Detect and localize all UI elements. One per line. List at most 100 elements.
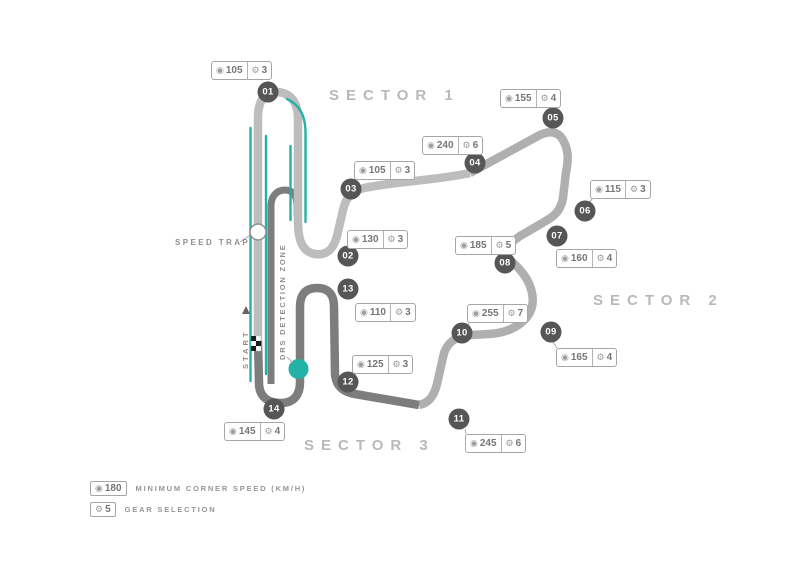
corner-speed-value: 185 [469, 240, 487, 251]
corner-speed-value: 160 [570, 253, 588, 264]
corner-badge-02: ◉130⚙3 [347, 230, 409, 249]
gear-icon: ⚙ [495, 240, 504, 250]
drs-zone-line [285, 97, 307, 224]
corner-gear-value: 4 [274, 426, 281, 437]
gear-icon: ⚙ [596, 352, 605, 362]
corner-badge-06: ◉115 ⚙3 [590, 180, 651, 199]
corner-gear-value: 3 [402, 359, 409, 370]
drs-detection-zone-label: DRS DETECTION ZONE [278, 243, 287, 360]
legend-row-speed: ◉ 180 MINIMUM CORNER SPEED (KM/H) [90, 481, 306, 496]
corner-marker-13: 13 [337, 278, 359, 300]
legend-gear-value: 5 [105, 504, 111, 515]
speed-icon: ◉ [229, 426, 237, 436]
finish-line-checkered [250, 335, 262, 352]
speed-icon: ◉ [360, 307, 368, 317]
gear-icon: ⚙ [507, 308, 516, 318]
gear-icon: ⚙ [462, 140, 471, 150]
corner-marker-05: 05 [542, 107, 564, 129]
corner-speed-value: 245 [479, 438, 497, 449]
corner-gear-value: 3 [405, 307, 411, 318]
gear-icon: ⚙ [505, 438, 514, 448]
drs-detection-point [288, 359, 309, 379]
corner-marker-02: 02 [337, 245, 359, 267]
corner-gear-value: 4 [606, 352, 613, 363]
gear-icon: ⚙ [95, 504, 104, 514]
corner-gear-value: 6 [472, 140, 479, 151]
corner-gear-value: 7 [517, 308, 524, 319]
corner-badge-13: ◉110 ⚙3 [355, 303, 416, 322]
corner-badge-09: ◉165 ⚙4 [556, 348, 618, 367]
legend-gear-label: GEAR SELECTION [124, 505, 217, 514]
corner-badge-11: ◉245 ⚙6 [465, 434, 527, 453]
speed-icon: ◉ [359, 165, 367, 175]
corner-speed-value: 145 [238, 426, 256, 437]
speed-icon: ◉ [561, 253, 569, 263]
corner-speed-value: 130 [361, 234, 379, 245]
start-label: START [241, 329, 250, 369]
corner-speed-value: 255 [481, 308, 499, 319]
corner-badge-14: ◉145 ⚙4 [224, 422, 286, 441]
corner-marker-11: 11 [448, 408, 470, 430]
corner-speed-value: 165 [570, 352, 588, 363]
speed-icon: ◉ [352, 234, 360, 244]
corner-badge-03: ◉105 ⚙3 [354, 161, 416, 180]
corner-gear-value: 3 [397, 234, 404, 245]
corner-speed-value: 105 [225, 65, 243, 76]
gear-icon: ⚙ [394, 165, 403, 175]
corner-speed-value: 125 [366, 359, 384, 370]
corner-gear-value: 6 [515, 438, 522, 449]
corner-marker-06: 06 [574, 200, 596, 222]
legend-row-gear: ⚙ 5 GEAR SELECTION [90, 502, 217, 517]
legend-speed-label: MINIMUM CORNER SPEED (KM/H) [135, 484, 307, 493]
speed-icon: ◉ [595, 184, 603, 194]
corner-badge-08: ◉185⚙5 [455, 236, 517, 255]
speed-trap-label: SPEED TRAP [175, 238, 251, 247]
start-arrow-icon [242, 306, 250, 314]
corner-gear-value: 4 [550, 93, 557, 104]
legend-speed-value: 180 [104, 483, 122, 494]
corner-gear-value: 4 [606, 253, 613, 264]
speed-icon: ◉ [470, 438, 478, 448]
corner-gear-value: 3 [261, 65, 268, 76]
gear-icon: ⚙ [596, 253, 605, 263]
gear-icon: ⚙ [264, 426, 273, 436]
gear-icon: ⚙ [251, 65, 260, 75]
speed-icon: ◉ [561, 352, 569, 362]
corner-badge-07: ◉160 ⚙4 [556, 249, 618, 268]
corner-badge-10: ◉255 ⚙7 [467, 304, 529, 323]
sector-2-label: SECTOR 2 [593, 292, 724, 309]
speed-icon: ◉ [427, 140, 435, 150]
corner-gear-value: 3 [640, 184, 646, 195]
speed-icon: ◉ [472, 308, 480, 318]
gear-icon: ⚙ [540, 93, 549, 103]
sector-3-label: SECTOR 3 [304, 437, 435, 454]
corner-gear-value: 5 [505, 240, 512, 251]
corner-badge-12: ◉125 ⚙3 [352, 355, 414, 374]
gear-icon: ⚙ [392, 359, 401, 369]
corner-speed-value: 115 [604, 184, 621, 195]
legend-speed-box: ◉ 180 [90, 481, 127, 496]
corner-badge-05: ◉155⚙4 [500, 89, 562, 108]
corner-gear-value: 3 [404, 165, 411, 176]
corner-marker-09: 09 [540, 321, 562, 343]
corner-marker-01: 01 [257, 81, 279, 103]
gear-icon: ⚙ [630, 184, 639, 194]
corner-speed-value: 105 [368, 165, 386, 176]
corner-speed-value: 110 [369, 307, 386, 318]
corner-marker-04: 04 [464, 152, 486, 174]
gear-icon: ⚙ [395, 307, 404, 317]
corner-marker-12: 12 [337, 371, 359, 393]
speed-trap-point [249, 223, 267, 241]
corner-marker-03: 03 [340, 178, 362, 200]
speed-icon: ◉ [357, 359, 365, 369]
corner-marker-14: 14 [263, 398, 285, 420]
speed-icon: ◉ [505, 93, 513, 103]
corner-badge-01: ◉105⚙3 [211, 61, 273, 80]
corner-speed-value: 240 [436, 140, 454, 151]
corner-marker-10: 10 [451, 322, 473, 344]
speed-icon: ◉ [95, 483, 103, 493]
corner-marker-07: 07 [546, 225, 568, 247]
corner-marker-08: 08 [494, 252, 516, 274]
sector-1-label: SECTOR 1 [329, 87, 460, 104]
